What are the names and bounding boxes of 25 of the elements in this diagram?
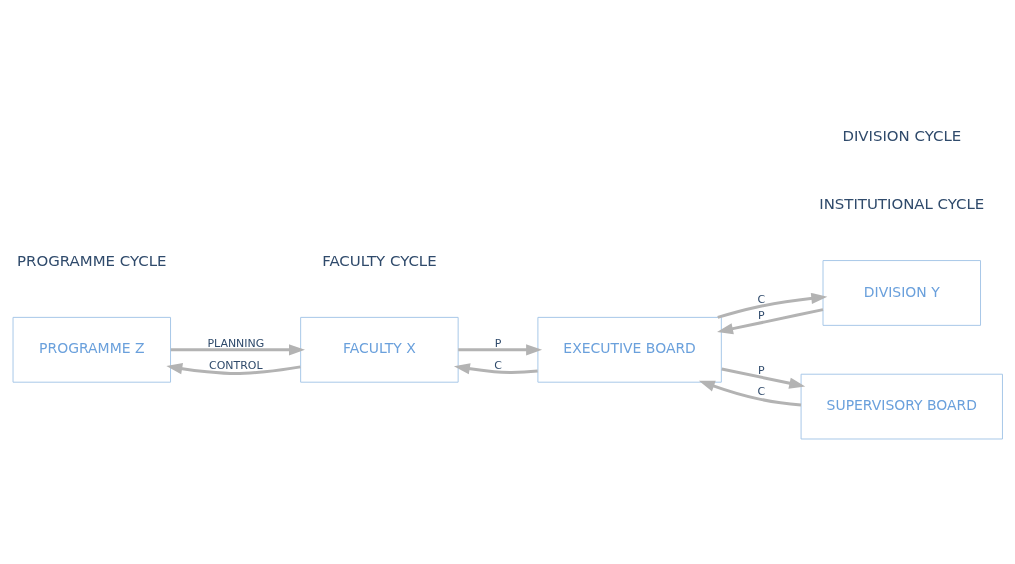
edge-label: C <box>494 358 502 372</box>
node-box: DIVISION Y <box>822 260 982 326</box>
arrow <box>458 344 543 356</box>
arrow <box>453 363 538 375</box>
edge-label: C <box>757 292 766 306</box>
node-box: EXECUTIVE BOARD <box>537 316 722 383</box>
arrow <box>698 380 802 407</box>
arrow <box>717 292 828 319</box>
label: DIVISION CYCLE <box>842 126 962 145</box>
node-box: FACULTY X <box>300 316 459 383</box>
edge-label: PLANNING <box>207 336 265 350</box>
edge-label: C <box>757 385 766 399</box>
label: PROGRAMME CYCLE <box>17 251 167 270</box>
label: FACULTY CYCLE <box>322 251 437 270</box>
arrow <box>721 367 806 389</box>
edge-label: CONTROL <box>209 358 263 372</box>
edge-label: P <box>494 336 502 350</box>
arrow <box>166 363 301 376</box>
edge-label: P <box>757 308 765 322</box>
label: INSTITUTIONAL CYCLE <box>819 194 985 213</box>
arrow <box>170 344 305 356</box>
arrow <box>717 308 824 335</box>
node-box: SUPERVISORY BOARD <box>800 373 1003 440</box>
node-box: PROGRAMME Z <box>12 316 172 383</box>
edge-label: P <box>757 363 765 377</box>
